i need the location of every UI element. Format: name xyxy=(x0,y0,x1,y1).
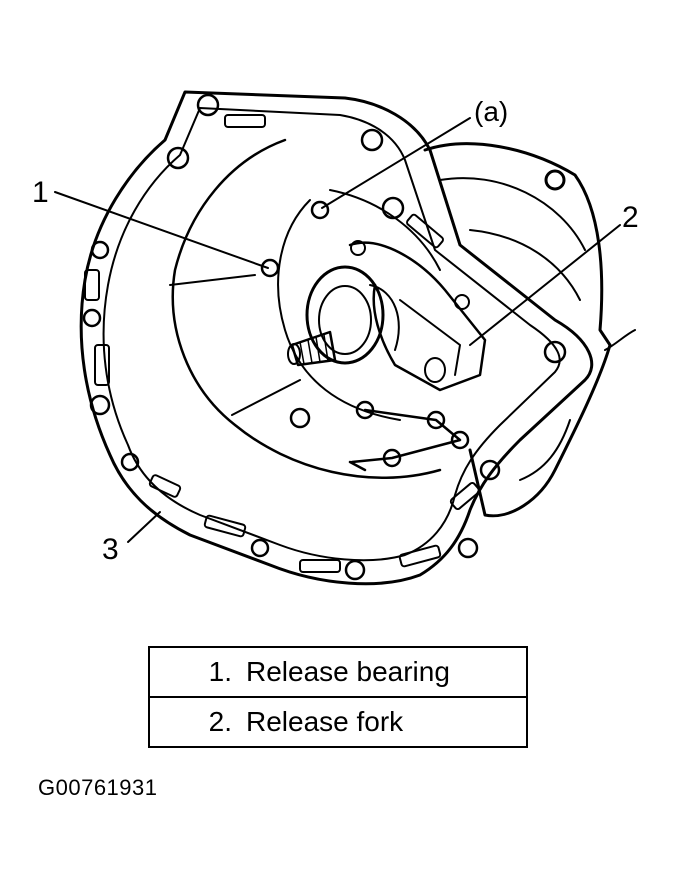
legend-cell: 1. Release bearing xyxy=(148,646,528,698)
bowl-rib-1 xyxy=(169,274,256,286)
bolt-a xyxy=(310,200,330,220)
legend-row: 2. Release fork xyxy=(148,696,528,748)
flange-slots xyxy=(84,114,481,573)
bell-housing-outer xyxy=(79,90,594,586)
release-fork xyxy=(348,240,487,392)
transmission-housing-illustration xyxy=(54,90,636,586)
figure-id: G00761931 xyxy=(38,775,158,800)
legend-number: 2. xyxy=(208,706,232,737)
legend-number: 1. xyxy=(208,656,232,687)
leader-lines xyxy=(54,117,621,543)
bowl-curve-outer xyxy=(329,189,441,271)
bowl-rib-2 xyxy=(231,379,301,416)
bell-housing-inner xyxy=(102,107,561,562)
legend-label: Release fork xyxy=(246,706,404,737)
bolt-1 xyxy=(260,258,280,278)
gearbox-bolt xyxy=(544,169,566,191)
callout-2: 2 xyxy=(622,201,639,234)
wire xyxy=(604,329,636,351)
callout-a: (a) xyxy=(474,96,509,127)
gearbox-lower-curve xyxy=(519,419,571,481)
callout-1: 1 xyxy=(32,176,49,209)
lower-brackets xyxy=(289,400,470,472)
flange-bolt-holes xyxy=(82,93,567,581)
gearbox-inner-line-2 xyxy=(469,229,581,301)
callout-3: 3 xyxy=(102,533,119,566)
bell-bowl xyxy=(171,138,442,479)
legend-cell: 2. Release fork xyxy=(148,696,528,748)
legend-table: 1. Release bearing 2. Release fork xyxy=(148,646,528,748)
input-shaft xyxy=(287,330,337,367)
release-bearing xyxy=(305,265,400,365)
legend-row: 1. Release bearing xyxy=(148,646,528,698)
bowl-curve-inner xyxy=(277,199,401,421)
legend-label: Release bearing xyxy=(246,656,450,687)
gearbox-inner-line xyxy=(439,177,586,251)
gearbox-body xyxy=(423,142,612,518)
